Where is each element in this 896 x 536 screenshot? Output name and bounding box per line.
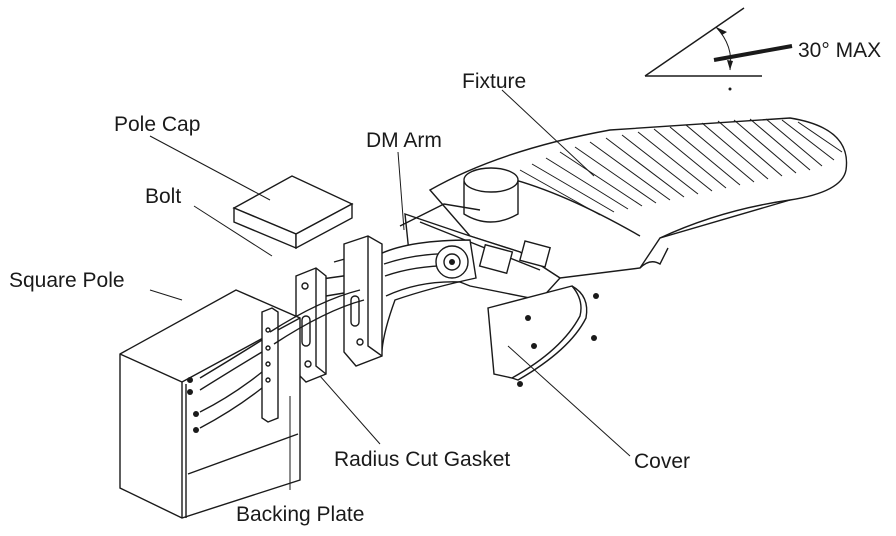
cover-icon	[487, 285, 599, 387]
gasket-icon	[343, 235, 383, 367]
fixture-icon	[404, 117, 848, 301]
pole-cap-icon	[232, 175, 354, 250]
dm-arm-icon	[375, 203, 481, 353]
angle-icon	[644, 7, 793, 91]
cover-label: Cover	[634, 450, 690, 473]
backing-plate-label: Backing Plate	[236, 503, 364, 526]
pole-cap-label: Pole Cap	[114, 113, 200, 136]
dm-arm-label: DM Arm	[366, 129, 442, 152]
square-pole-icon	[119, 289, 365, 519]
radius-cut-gasket-label: Radius Cut Gasket	[334, 448, 510, 471]
angle-label: 30° MAX	[798, 39, 881, 62]
bolt-label: Bolt	[145, 185, 181, 208]
leader-lines	[149, 89, 631, 490]
fixture-label: Fixture	[462, 70, 526, 93]
backing-plate-icon	[295, 267, 327, 383]
square-pole-label: Square Pole	[9, 269, 125, 292]
